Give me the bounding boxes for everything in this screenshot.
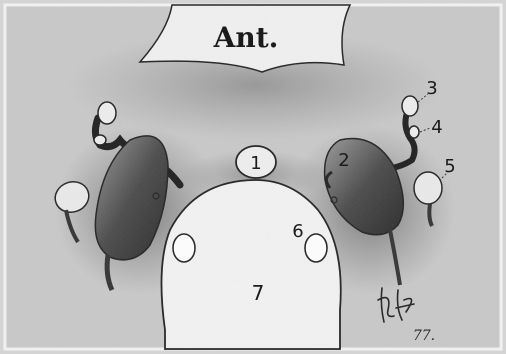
paper-grain: [5, 5, 501, 349]
